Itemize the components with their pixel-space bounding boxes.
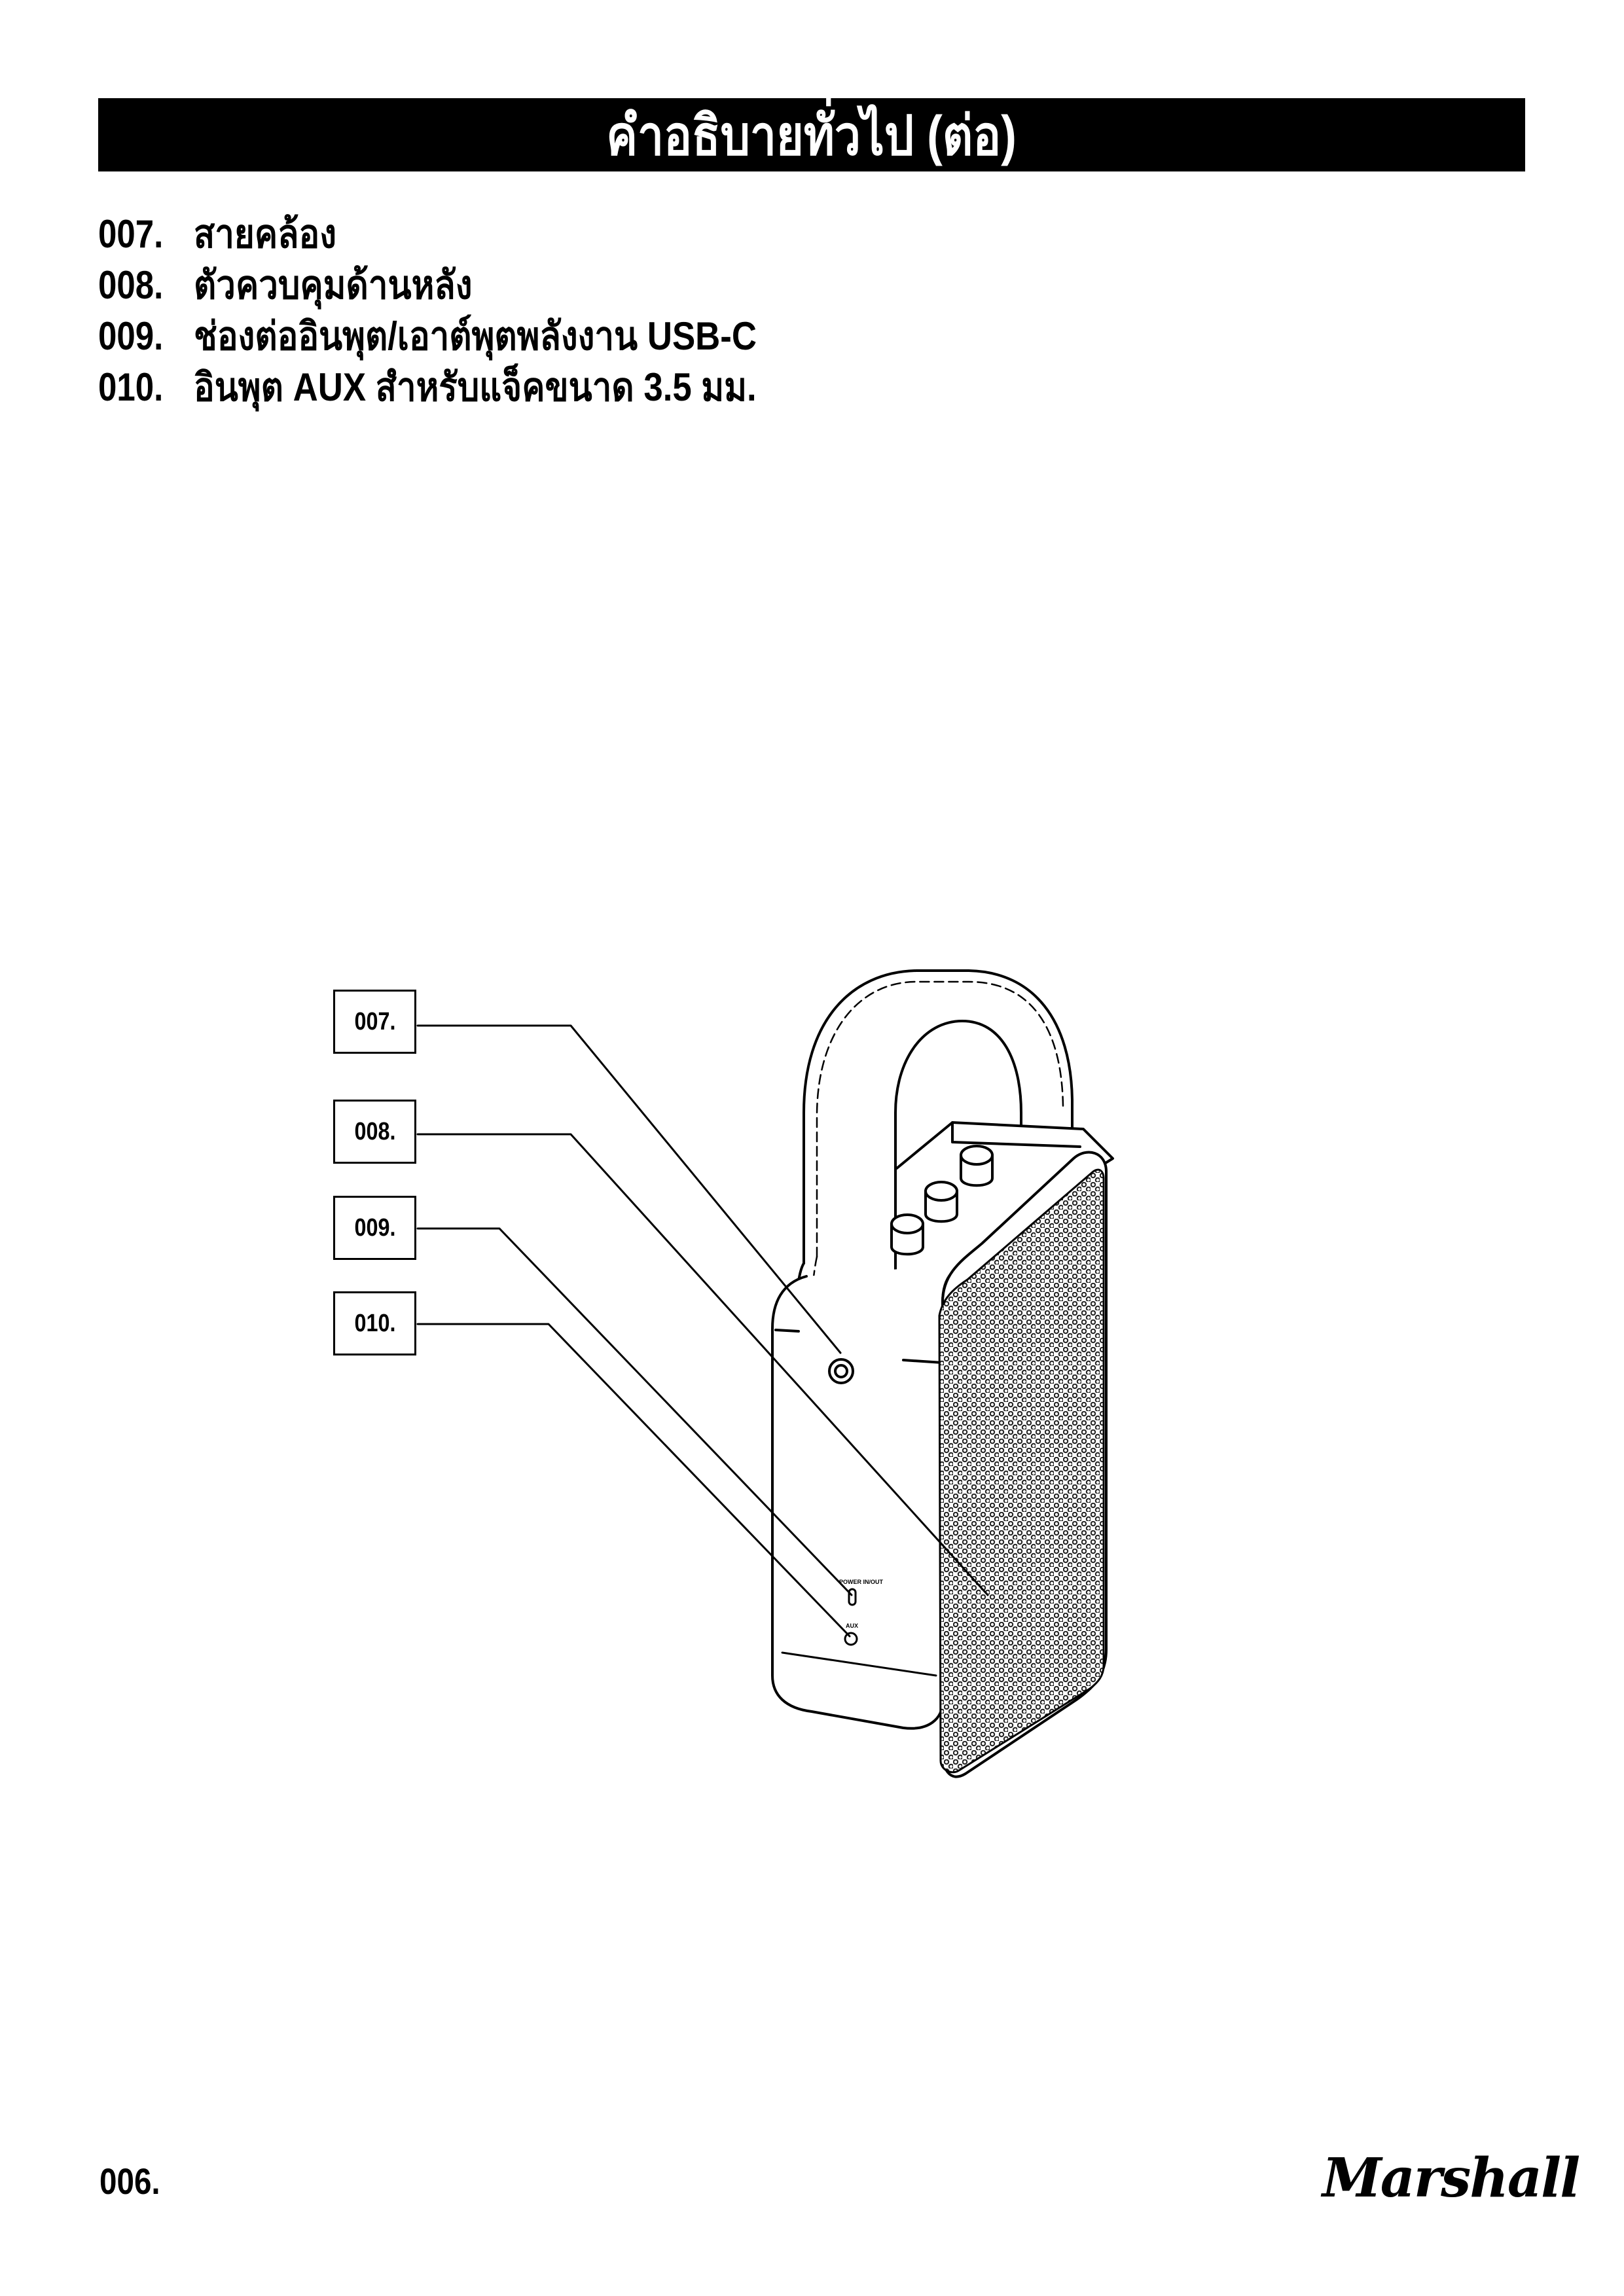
leader-line-010 [416, 1323, 851, 1638]
brand-logo: Marshall [1322, 2147, 1580, 2210]
knob-icon [890, 1145, 994, 1256]
leader-line-009 [416, 1227, 853, 1596]
callout-009: 009. [333, 1196, 416, 1260]
item-number: 007. [98, 211, 164, 256]
item-label: ช่องต่ออินพุต/เอาต์พุตพลังงาน USB-C [194, 314, 757, 358]
item-label: ตัวควบคุมด้านหลัง [194, 262, 473, 307]
parts-list: 007. สายคล้อง 008. ตัวควบคุมด้านหลัง 009. ช… [98, 208, 833, 412]
item-number: 008. [98, 262, 164, 307]
item-label: อินพุต AUX สำหรับแจ็คขนาด 3.5 มม. [194, 365, 757, 409]
usb-c-port-icon [848, 1588, 857, 1606]
list-item: 010. อินพุต AUX สำหรับแจ็คขนาด 3.5 มม. [98, 361, 833, 412]
callout-010: 010. [333, 1291, 416, 1355]
callout-008: 008. [333, 1100, 416, 1164]
list-item: 008. ตัวควบคุมด้านหลัง [98, 259, 833, 310]
item-number: 009. [98, 314, 164, 358]
aux-port-icon [844, 1632, 858, 1646]
power-port-label: POWER IN/OUT [839, 1579, 884, 1585]
section-title: คำอธิบายทั่วไป (ต่อ) [606, 105, 1017, 166]
section-title-bar: คำอธิบายทั่วไป (ต่อ) [98, 98, 1525, 171]
callout-label: 008. [354, 1117, 395, 1145]
list-item: 009. ช่องต่ออินพุต/เอาต์พุตพลังงาน USB-C [98, 310, 833, 361]
item-label: สายคล้อง [194, 211, 336, 256]
list-item: 007. สายคล้อง [98, 208, 833, 259]
screw-icon [828, 1358, 854, 1384]
callout-label: 007. [354, 1007, 395, 1035]
item-number: 010. [98, 365, 164, 409]
callout-label: 010. [354, 1309, 395, 1337]
aux-port-label: AUX [846, 1623, 858, 1629]
callout-007: 007. [333, 990, 416, 1054]
page-number: 006. [99, 2161, 160, 2202]
callout-label: 009. [354, 1213, 395, 1242]
leader-line-008 [416, 1133, 989, 1596]
leader-line-007 [416, 1024, 842, 1354]
